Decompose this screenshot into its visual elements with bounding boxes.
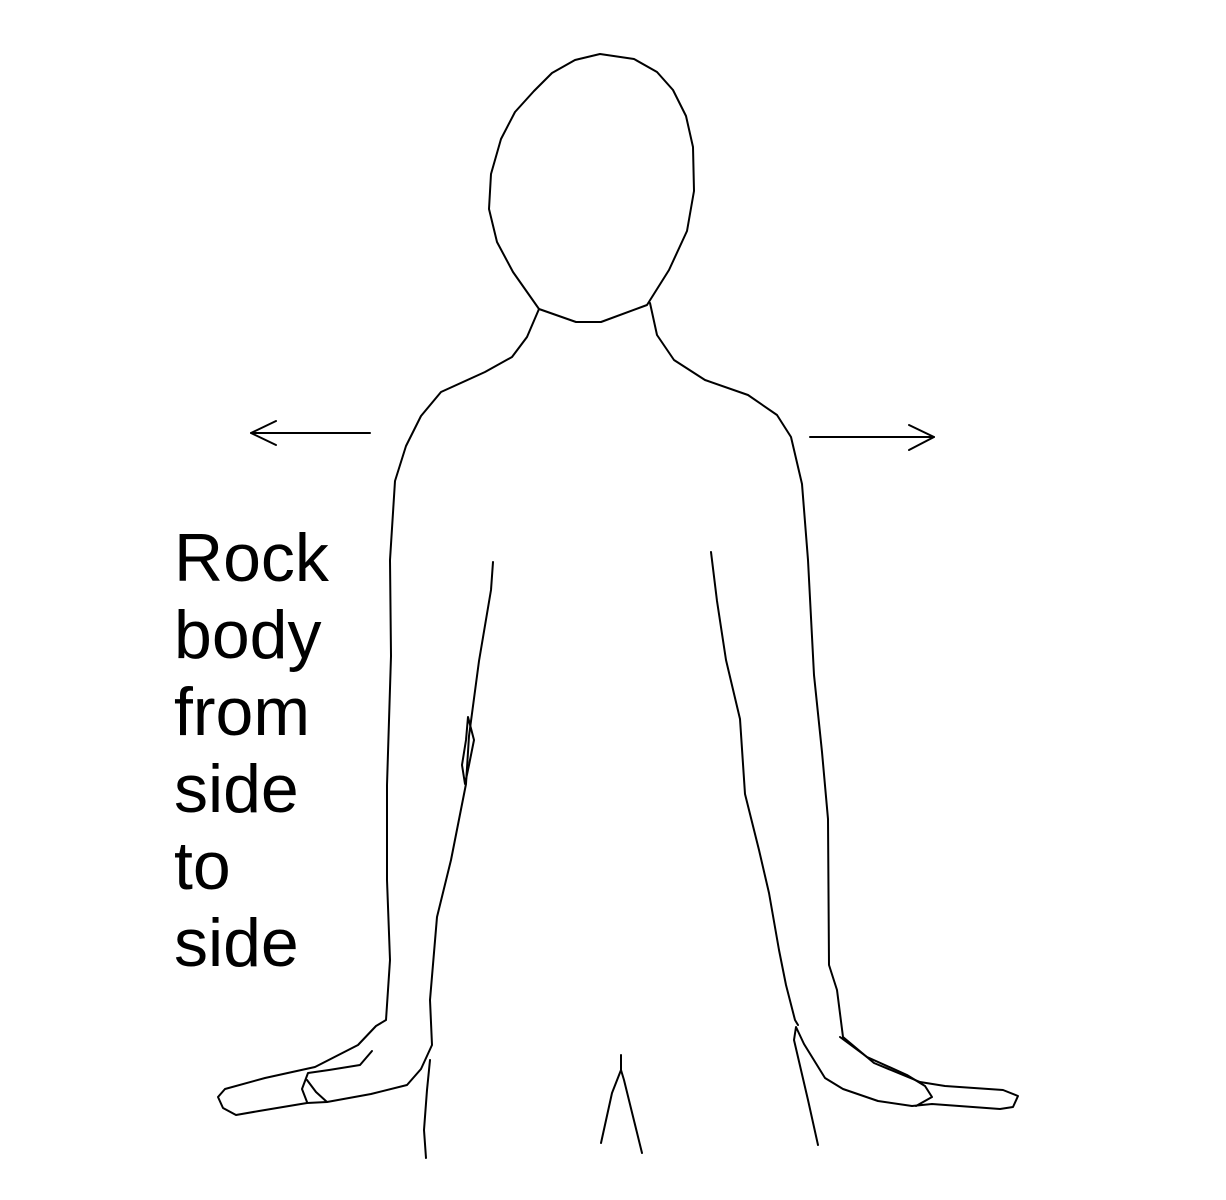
thumb-left <box>301 1050 373 1103</box>
inner-legs <box>600 1069 643 1154</box>
arrow-left-icon <box>250 420 371 446</box>
instruction-line: body <box>174 597 322 673</box>
instruction-line: side <box>174 751 299 827</box>
elbow-left <box>461 716 475 785</box>
instruction-line: side <box>174 905 299 981</box>
inner-arm-right <box>710 551 799 1026</box>
thumb-right <box>839 1036 933 1107</box>
body-outline <box>217 308 540 1116</box>
instruction-text: Rock body from side to side <box>174 520 329 982</box>
finger-left <box>306 1079 328 1103</box>
arrow-right-icon <box>809 424 935 451</box>
instruction-line: to <box>174 828 231 904</box>
leg-left <box>423 1059 431 1159</box>
head-outline <box>488 53 695 323</box>
body-outline-right <box>649 302 1019 1146</box>
instruction-line: Rock <box>174 520 329 596</box>
instruction-line: from <box>174 674 310 750</box>
